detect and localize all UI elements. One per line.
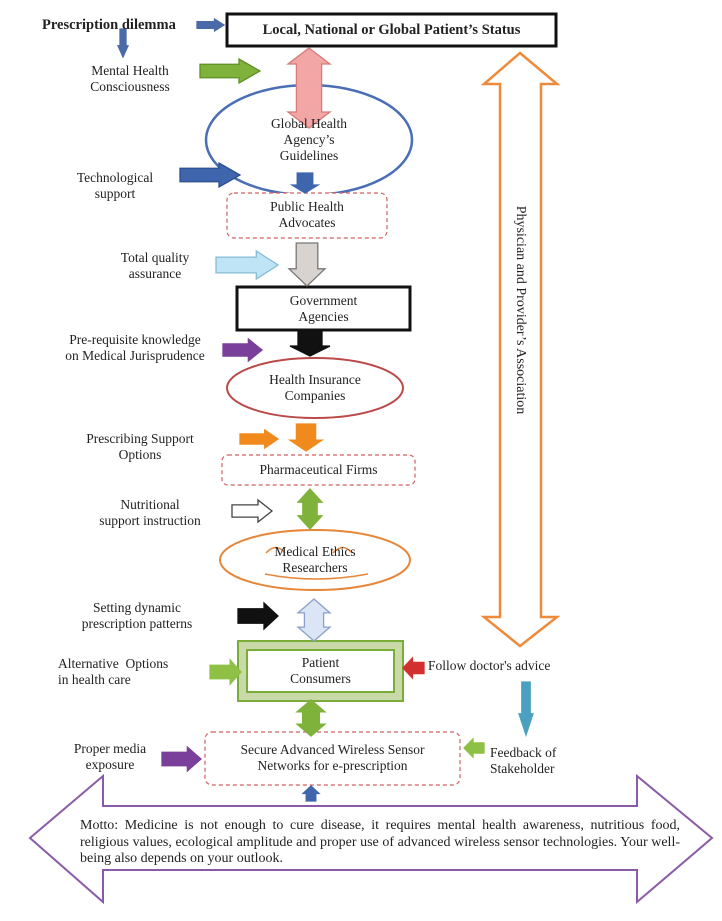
label-line: Networks for e-prescription xyxy=(257,758,408,773)
feedback-arrow-icon xyxy=(463,737,485,759)
quality-arrow-icon xyxy=(215,249,280,281)
label-line: Agency’s xyxy=(283,132,335,147)
label-line: Researchers xyxy=(282,560,348,575)
status-guidelines-double-arrow-icon xyxy=(286,47,332,129)
prescription-dilemma-label: Prescription dilemma xyxy=(42,17,176,33)
pharma-ethics-double-arrow-icon xyxy=(296,488,324,530)
patient-status-box xyxy=(225,12,558,48)
doctor-advice-arrow-icon xyxy=(402,656,425,680)
label-line: support instruction xyxy=(99,513,201,528)
public-health-box xyxy=(226,192,388,239)
label-line: Mental Health xyxy=(91,63,169,78)
label-line: Feedback of xyxy=(490,745,557,760)
patient-status-title: Local, National or Global Patient’s Stat… xyxy=(262,22,521,38)
technological-arrow-icon xyxy=(179,161,242,189)
label-line: Public Health xyxy=(270,199,344,214)
motto-up-arrow-icon xyxy=(301,785,321,802)
wsn-box xyxy=(204,731,461,786)
label-line: Secure Advanced Wireless Sensor xyxy=(240,742,425,757)
label-line: Guidelines xyxy=(279,148,339,163)
label-line: Total quality xyxy=(120,250,190,265)
patient-wsn-double-arrow-icon xyxy=(295,699,327,737)
government-down-arrow-icon xyxy=(289,330,331,357)
label-line: Government xyxy=(289,293,358,308)
label-line: Consciousness xyxy=(90,79,170,94)
guidelines-down-arrow-icon xyxy=(289,172,321,194)
label-line: in health care xyxy=(58,672,131,687)
physician-association-arrow xyxy=(480,51,561,648)
label-line: assurance xyxy=(128,266,182,281)
doctor-advice-label: Follow doctor's advice xyxy=(428,658,551,673)
label-line: Pre-requisite knowledge xyxy=(69,332,201,347)
label-line: Technological xyxy=(76,170,154,185)
alternative-arrow-icon xyxy=(209,658,242,686)
dilemma-arrow-icon xyxy=(196,17,226,33)
physician-association-label: Physician and Provider’s Association xyxy=(513,205,528,415)
label-line: Options xyxy=(118,447,162,462)
nutritional-arrow-icon xyxy=(231,498,274,524)
prescribing-arrow-icon xyxy=(239,428,280,450)
pharma-box xyxy=(221,454,416,486)
motto-text: Motto: Medicine is not enough to cure di… xyxy=(80,818,680,866)
motto-double-arrow xyxy=(28,773,714,905)
jurisprudence-arrow-icon xyxy=(222,337,264,363)
label-line: support xyxy=(94,186,136,201)
label-line: Health Insurance xyxy=(269,372,361,387)
label-line: Proper media xyxy=(73,741,147,756)
ethics-patient-double-arrow-icon xyxy=(296,598,332,642)
patient-box-inner xyxy=(246,649,395,693)
ethics-smile-decoration xyxy=(264,573,369,580)
label-line: Agencies xyxy=(298,309,349,324)
label-line: Global Health xyxy=(270,116,348,131)
label-line: Consumers xyxy=(290,671,351,686)
label-line: Setting dynamic xyxy=(92,600,182,615)
ethics-eye-decoration xyxy=(265,546,353,554)
label-line: exposure xyxy=(85,757,135,772)
label-line: on Medical Jurisprudence xyxy=(65,348,205,363)
label-line: Advocates xyxy=(278,215,336,230)
label-line: Alternative Options xyxy=(58,656,169,671)
media-arrow-icon xyxy=(161,745,202,773)
label-line: Patient xyxy=(301,655,340,670)
mental-health-arrow-icon xyxy=(199,57,262,85)
pharma-label: Pharmaceutical Firms xyxy=(259,462,378,477)
insurance-down-arrow-icon xyxy=(287,423,325,452)
dynamic-arrow-icon xyxy=(237,601,279,631)
label-line: Stakeholder xyxy=(490,761,555,776)
label-line: Prescribing Support xyxy=(86,431,194,446)
label-line: Companies xyxy=(284,388,346,403)
label-line: Medical Ethics xyxy=(274,544,356,559)
insurance-ellipse xyxy=(226,357,404,419)
label-line: prescription patterns xyxy=(81,616,193,631)
public-health-down-arrow-icon xyxy=(287,242,327,287)
doctor-feedback-down-arrow-icon xyxy=(518,681,534,738)
government-box xyxy=(235,285,412,332)
dilemma-down-arrow-icon xyxy=(116,28,130,59)
label-line: Nutritional xyxy=(120,497,180,512)
